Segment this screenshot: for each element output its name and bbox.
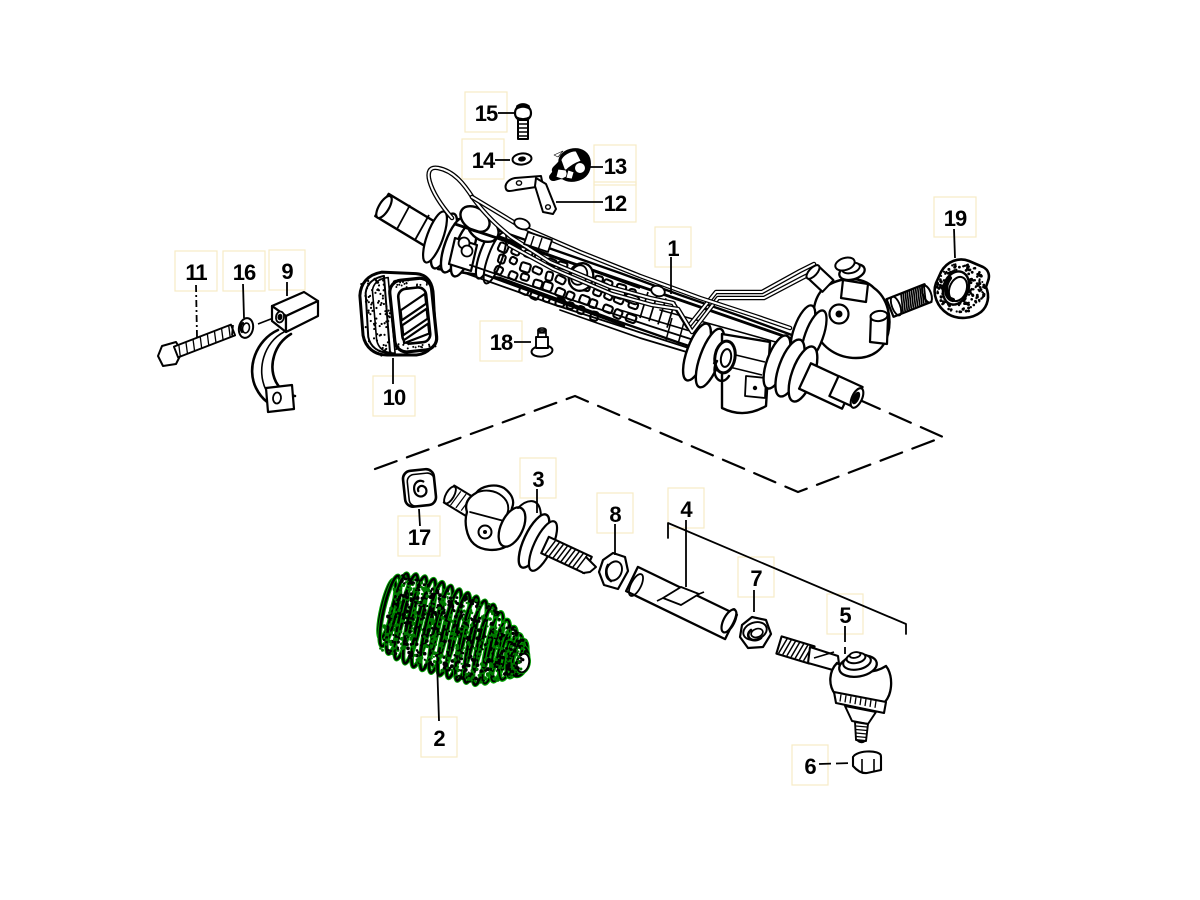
svg-text:9: 9 bbox=[281, 259, 293, 284]
svg-text:3: 3 bbox=[532, 467, 544, 492]
svg-text:6: 6 bbox=[804, 754, 816, 779]
svg-text:18: 18 bbox=[490, 330, 513, 355]
svg-text:11: 11 bbox=[185, 260, 207, 285]
svg-text:12: 12 bbox=[604, 191, 627, 216]
svg-text:14: 14 bbox=[472, 148, 496, 173]
svg-text:10: 10 bbox=[383, 385, 406, 410]
svg-text:16: 16 bbox=[233, 260, 256, 285]
svg-text:13: 13 bbox=[604, 154, 627, 179]
svg-text:15: 15 bbox=[475, 101, 498, 126]
svg-text:2: 2 bbox=[433, 726, 445, 751]
svg-text:5: 5 bbox=[839, 603, 851, 628]
svg-text:7: 7 bbox=[750, 566, 762, 591]
svg-text:17: 17 bbox=[408, 525, 431, 550]
svg-text:4: 4 bbox=[680, 497, 693, 522]
svg-text:8: 8 bbox=[609, 502, 621, 527]
svg-text:1: 1 bbox=[667, 236, 679, 261]
svg-text:19: 19 bbox=[944, 206, 967, 231]
